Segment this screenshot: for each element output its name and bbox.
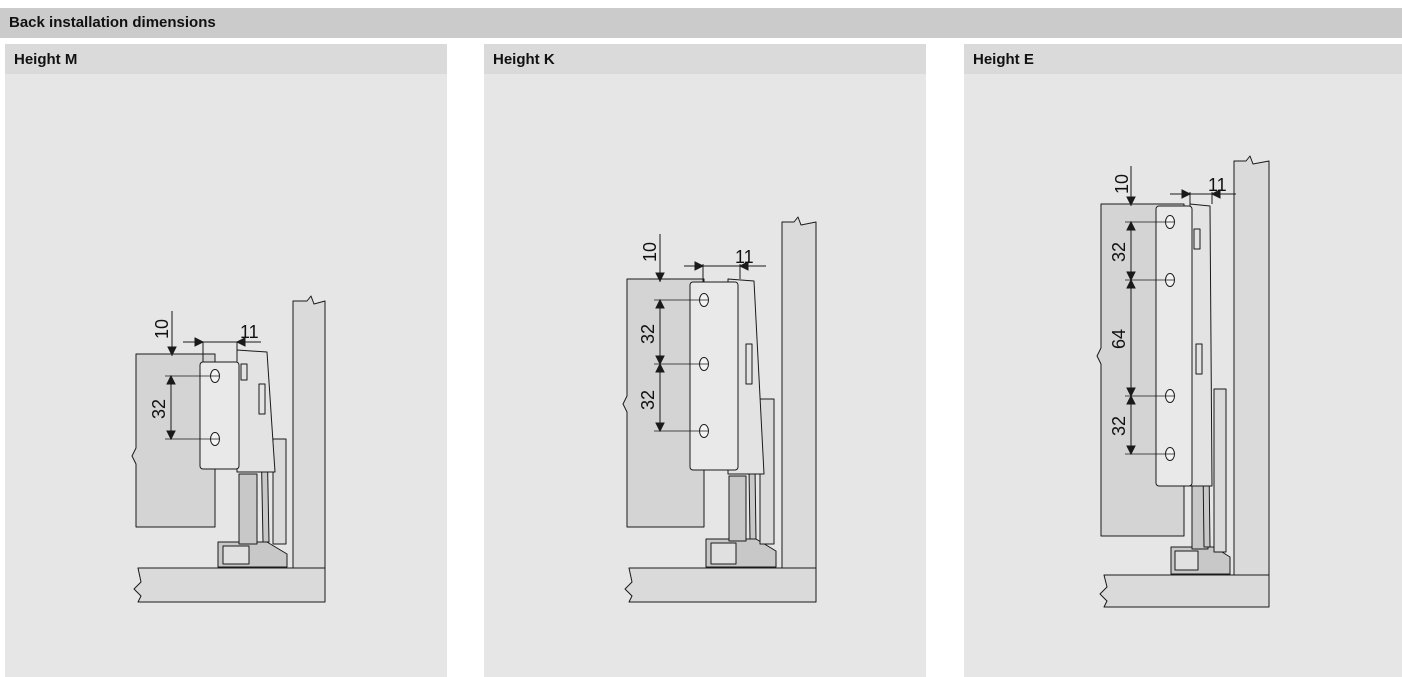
hole-spacing-label: 32 xyxy=(638,390,658,410)
drawer-side xyxy=(236,349,276,473)
installation-diagram: 10 11 32 32 xyxy=(622,216,817,603)
panel-title: Height K xyxy=(484,44,926,74)
hole-spacing-label: 32 xyxy=(149,399,169,419)
panel-title: Height M xyxy=(5,44,447,74)
back-bracket xyxy=(689,281,739,471)
panel-height-e: Height E xyxy=(964,44,1402,677)
hole-spacing-label: 32 xyxy=(1109,416,1129,436)
panel-height-m: Height M xyxy=(5,44,447,677)
back-bracket xyxy=(199,361,240,470)
base-panel xyxy=(1099,574,1270,608)
base-panel xyxy=(624,567,817,603)
top-offset-label: 10 xyxy=(640,242,660,262)
drawer-side xyxy=(1189,203,1213,487)
panel-title: Height E xyxy=(964,44,1402,74)
top-offset-label: 10 xyxy=(1112,174,1132,194)
back-bracket xyxy=(1155,205,1193,487)
top-offset-label: 10 xyxy=(152,319,172,339)
installation-diagram: 10 11 32 xyxy=(131,295,326,603)
side-wall xyxy=(1233,155,1270,576)
side-offset-label: 11 xyxy=(735,247,754,267)
side-offset-label: 11 xyxy=(240,322,259,342)
panel-height-k: Height K xyxy=(484,44,926,677)
side-wall xyxy=(781,216,817,569)
base-panel xyxy=(133,567,326,603)
runner-profile xyxy=(217,435,288,568)
hole-spacing-label: 32 xyxy=(1109,242,1129,262)
hole-spacing-label: 64 xyxy=(1109,329,1129,349)
side-wall xyxy=(292,295,326,569)
installation-diagram: 10 11 32 64 32 xyxy=(1096,155,1270,608)
hole-spacing-label: 32 xyxy=(638,324,658,344)
side-offset-label: 11 xyxy=(1208,175,1227,195)
section-title: Back installation dimensions xyxy=(0,8,1402,38)
